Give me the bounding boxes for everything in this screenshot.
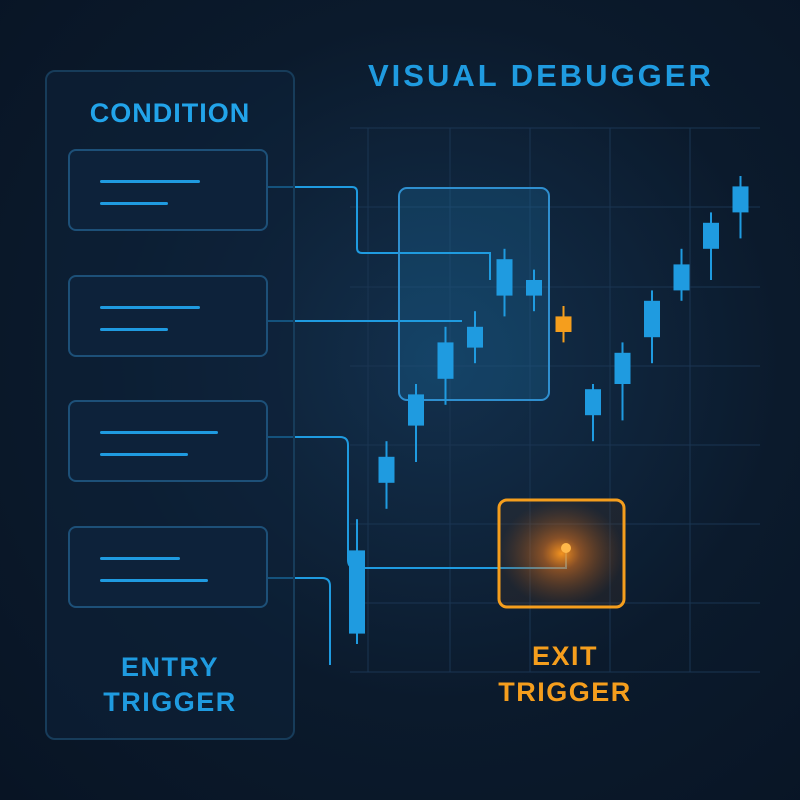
candle-body[interactable]	[467, 326, 483, 348]
entry-trigger-label: ENTRY TRIGGER	[45, 650, 295, 720]
connector-4	[268, 577, 331, 665]
candle-body[interactable]	[349, 550, 365, 634]
card-line	[100, 557, 180, 560]
candle-body[interactable]	[732, 186, 749, 213]
card-line	[100, 202, 168, 205]
exit-label-line1: EXIT	[531, 641, 598, 671]
candle-body[interactable]	[673, 264, 690, 291]
condition-card-2[interactable]	[68, 275, 268, 357]
candle-body[interactable]	[555, 316, 572, 332]
condition-highlight-zone[interactable]	[398, 187, 550, 401]
candle-body[interactable]	[496, 259, 513, 296]
condition-card-3[interactable]	[68, 400, 268, 482]
card-line	[100, 180, 200, 183]
connector-1	[268, 186, 491, 280]
card-line	[100, 579, 208, 582]
card-line	[100, 431, 218, 434]
candle-body[interactable]	[437, 342, 454, 379]
entry-label-line2: TRIGGER	[103, 687, 237, 717]
candle-body[interactable]	[408, 394, 424, 426]
candle-body[interactable]	[585, 389, 601, 416]
card-line	[100, 453, 188, 456]
condition-card-4[interactable]	[68, 526, 268, 608]
page-title: VISUAL DEBUGGER	[368, 58, 714, 93]
candle-body[interactable]	[614, 352, 631, 384]
candle-body[interactable]	[378, 456, 395, 483]
card-line	[100, 328, 168, 331]
candle-body[interactable]	[644, 300, 660, 338]
condition-card-1[interactable]	[68, 149, 268, 231]
condition-heading: CONDITION	[89, 98, 251, 128]
exit-trigger-point	[561, 543, 571, 553]
exit-label-line2: TRIGGER	[498, 677, 632, 707]
exit-trigger-zone[interactable]	[497, 498, 626, 609]
entry-label-line1: ENTRY	[120, 652, 219, 682]
candle-body[interactable]	[703, 222, 719, 249]
exit-trigger-label: EXIT TRIGGER	[470, 638, 660, 710]
candle-body[interactable]	[526, 280, 542, 296]
card-line	[100, 306, 200, 309]
candlestick-series	[349, 176, 749, 644]
